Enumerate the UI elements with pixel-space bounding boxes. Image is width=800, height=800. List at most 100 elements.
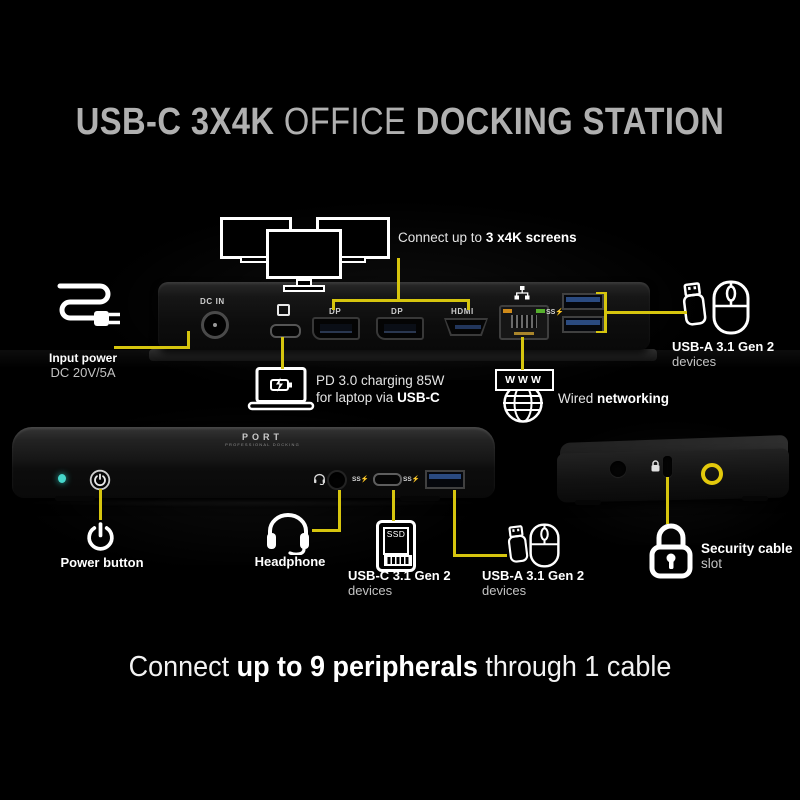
pd-line2-bold: USB-C — [397, 389, 440, 405]
usba-front-tab — [429, 474, 461, 479]
dp2-slot — [384, 324, 416, 333]
usbc-front-caption: USB-C 3.1 Gen 2 devices — [348, 568, 451, 598]
usbc-port-front — [373, 473, 402, 486]
power-icon — [87, 522, 114, 551]
superspeed-logo-front-2: SS⚡ — [403, 476, 420, 483]
padlock-icon — [649, 523, 693, 579]
title-light: OFFICE — [283, 101, 407, 143]
usba-front-caption: USB-A 3.1 Gen 2 devices — [482, 568, 584, 598]
page-title: USB-C 3X4K OFFICE DOCKING STATION — [56, 101, 744, 144]
mouse-icon-back — [712, 280, 750, 335]
screens-caption-bold: 3 x4K screens — [485, 230, 577, 245]
brand-logo: PORT PROFESSIONAL DOCKING — [205, 433, 320, 449]
pd-line2-light: for laptop via — [316, 389, 394, 405]
side-audio-hole — [610, 461, 626, 477]
power-button-label: Power button — [60, 555, 144, 570]
ssd-icon-pins — [384, 555, 412, 566]
headphone-icon — [267, 513, 309, 555]
dp2-port — [376, 317, 424, 340]
security-light: slot — [701, 556, 723, 571]
title-bold-2: DOCKING STATION — [415, 101, 725, 143]
pd-line2: for laptop via USB-C — [316, 390, 444, 407]
line-tick-dp1 — [332, 299, 335, 310]
line-dc-horizontal — [114, 346, 190, 349]
front-dock-foot-left — [55, 496, 95, 501]
mouse-icon-front — [529, 523, 560, 568]
brand-subtitle: PROFESSIONAL DOCKING — [225, 442, 300, 447]
pd-line1: PD 3.0 charging 85W — [316, 373, 445, 388]
ssd-icon-label: SSD — [383, 527, 409, 555]
usb-stick-icon-front — [507, 525, 529, 563]
input-power-line1: Input power — [49, 351, 117, 365]
dc-in-port — [201, 311, 229, 339]
screens-caption-light: Connect up to — [398, 230, 483, 245]
line-usba-bracket-bottom — [596, 331, 604, 333]
line-usba-bracket — [604, 292, 607, 333]
headset-glyph-icon — [314, 473, 325, 485]
footer-headline: Connect up to 9 peripherals through 1 ca… — [28, 651, 772, 684]
usba-tab-1 — [566, 297, 600, 302]
line-dc-vertical — [187, 331, 190, 349]
usbc-front-bold: USB-C 3.1 Gen 2 — [348, 568, 451, 583]
line-security — [666, 477, 669, 524]
monitor-center-base — [283, 285, 325, 292]
side-dock-foot-left — [575, 500, 601, 505]
power-button — [89, 469, 111, 491]
usba-back-bold: USB-A 3.1 Gen 2 — [672, 339, 775, 354]
dp1-label: DP — [329, 307, 342, 316]
lock-print-icon — [651, 460, 660, 472]
status-led — [58, 474, 66, 483]
usba-back-caption: USB-A 3.1 Gen 2 devices — [672, 339, 774, 369]
line-usba-front-vertical — [453, 490, 456, 557]
usba-tab-2 — [566, 320, 600, 325]
headphone-label: Headphone — [254, 554, 326, 569]
dp2-label: DP — [391, 307, 404, 316]
usbc-front-light: devices — [348, 583, 393, 598]
usbc-marker-icon — [277, 304, 290, 316]
front-dock-foot-right — [400, 496, 440, 501]
input-power-line2: DC 20V/5A — [50, 365, 116, 380]
usba-back-light: devices — [672, 354, 717, 369]
network-icon — [514, 286, 530, 300]
footer-light-1: Connect — [128, 651, 230, 683]
ethernet-led-orange — [503, 309, 512, 313]
screens-caption: Connect up to 3 x4K screens — [398, 230, 577, 245]
line-headphone-vertical — [338, 490, 341, 532]
footer-light-2: through 1 cable — [485, 651, 672, 683]
line-headphone-horizontal — [312, 529, 339, 532]
superspeed-logo-front-1: SS⚡ — [352, 476, 369, 483]
ethernet-led-green — [536, 309, 545, 313]
line-usba-front-horizontal — [455, 554, 507, 557]
back-dock-base — [149, 349, 657, 361]
side-dock-foot-right — [742, 496, 768, 501]
dc-in-pin — [213, 323, 217, 327]
line-screens-vertical — [397, 258, 400, 302]
ethernet-pins — [511, 315, 537, 328]
power-plug-icon — [57, 283, 120, 326]
line-usbc-back — [281, 337, 284, 369]
front-dock-shadow — [18, 498, 488, 507]
hdmi-label: HDMI — [451, 307, 474, 316]
usba-port-back-2 — [562, 316, 604, 333]
usba-front-bold: USB-A 3.1 Gen 2 — [482, 568, 585, 583]
input-power-caption: Input power DC 20V/5A — [28, 351, 138, 380]
hdmi-port — [444, 318, 488, 336]
title-bold-1: USB-C 3X4K — [75, 101, 275, 143]
hdmi-slot — [455, 325, 481, 329]
usba-front-light: devices — [482, 583, 527, 598]
line-screens-horizontal — [332, 299, 470, 302]
security-slot — [663, 456, 672, 477]
dc-in-label: DC IN — [200, 297, 225, 306]
yellow-ring-marker — [701, 463, 723, 485]
line-ethernet — [521, 337, 524, 370]
footer-bold: up to 9 peripherals — [236, 651, 478, 683]
security-bold: Security cable — [701, 541, 793, 556]
networking-caption: Wired networking — [558, 391, 669, 406]
usb-stick-icon-back — [682, 282, 707, 326]
ethernet-port — [499, 305, 549, 340]
monitor-center-icon — [266, 229, 342, 279]
line-power-button — [99, 489, 102, 520]
usbc-port-back — [270, 324, 301, 338]
security-caption: Security cable slot — [701, 541, 793, 571]
